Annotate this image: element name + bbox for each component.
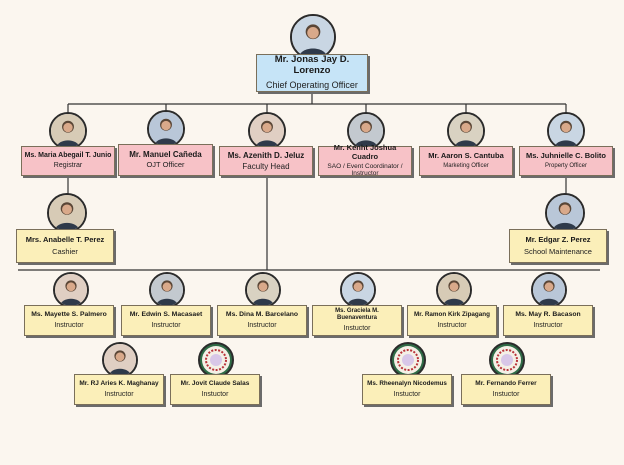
- level1-title: Marketing Officer: [443, 162, 489, 169]
- instructor-photo-avatar: [436, 272, 472, 308]
- instructor-name: Mr. RJ Aries K. Maghanay: [79, 380, 159, 388]
- marketing-officer-card: Mr. Aaron S. Cantuba Marketing Officer: [419, 146, 513, 176]
- level1-name: Mr. Manuel Cañeda: [129, 150, 202, 160]
- level1-name: Mr. Kenht Joshua Cuadro: [333, 143, 397, 162]
- instructor-photo-avatar: [149, 272, 185, 308]
- instructor-card: Ms. Graciela M. Buenaventura Instuctor: [312, 305, 402, 336]
- instructor-name: Ms. Graciela M. Buenaventura: [335, 308, 379, 321]
- instructor-card: Mr. Edwin S. Macasaet Instructor: [121, 305, 211, 336]
- instructor-title: Instructor: [54, 321, 84, 329]
- school-seal-icon: [198, 342, 234, 378]
- marketing-officer-photo-avatar: [447, 112, 485, 150]
- level2-title: Cashier: [52, 246, 78, 256]
- instructor-title: Instructor: [437, 321, 467, 329]
- faculty-head-card: Ms. Azenith D. Jeluz Faculty Head: [219, 146, 313, 176]
- instructor-title: Instructor: [151, 321, 181, 329]
- cashier-card: Mrs. Anabelle T. Perez Cashier: [16, 229, 114, 263]
- level1-name: Ms. Maria Abegail T. Junio: [24, 151, 112, 159]
- instructor-title: Instructor: [104, 390, 134, 398]
- ceo-title: Chief Operating Officer: [266, 80, 358, 91]
- instructor-photo-avatar: [102, 342, 138, 378]
- school-seal-icon: [390, 342, 426, 378]
- instructor-title: Instuctor: [343, 324, 371, 332]
- instructor-card: Mr. Fernando Ferrer Instuctor: [461, 374, 551, 405]
- instructor-title: Instuctor: [201, 390, 229, 398]
- school-seal-icon: [489, 342, 525, 378]
- property-officer-card: Ms. Juhnielle C. Bolito Property Officer: [519, 146, 613, 176]
- level2-name: Mr. Edgar Z. Perez: [525, 234, 591, 244]
- ojt-officer-photo-avatar: [147, 110, 185, 148]
- instructor-card: Mr. Ramon Kirk Zipagang Instructor: [407, 305, 497, 336]
- level2-name: Mrs. Anabelle T. Perez: [25, 234, 105, 244]
- sao-photo-avatar: [347, 112, 385, 150]
- instructor-name: Ms. May R. Bacason: [515, 311, 581, 319]
- level1-title: SAO / Event Coordinator / Instructor: [327, 162, 403, 178]
- instructor-name: Mr. Fernando Ferrer: [475, 380, 537, 388]
- faculty-head-photo-avatar: [248, 112, 286, 150]
- registrar-photo-avatar: [49, 112, 87, 150]
- instructor-name: Mr. Edwin S. Macasaet: [129, 311, 203, 319]
- level1-title: Faculty Head: [242, 162, 290, 171]
- instructor-name: Mr. Jovit Claude Salas: [180, 380, 250, 388]
- instructor-card: Ms. May R. Bacason Instructor: [503, 305, 593, 336]
- ceo-card: Mr. Jonas Jay D. Lorenzo Chief Operating…: [256, 54, 368, 92]
- sao-card: Mr. Kenht Joshua Cuadro SAO / Event Coor…: [318, 143, 412, 178]
- instructor-name: Ms. Dina M. Barcelano: [225, 311, 299, 319]
- instructor-card: Ms. Dina M. Barcelano Instructor: [217, 305, 307, 336]
- instructor-name: Ms. Rheenalyn Nicodemus: [367, 380, 447, 388]
- instructor-title: Instructor: [247, 321, 277, 329]
- instructor-name: Mr. Ramon Kirk Zipagang: [414, 311, 490, 319]
- instructor-photo-avatar: [531, 272, 567, 308]
- level1-name: Ms. Azenith D. Jeluz: [227, 150, 305, 160]
- level1-title: OJT Officer: [146, 160, 185, 170]
- level2-title: School Maintenance: [524, 246, 592, 256]
- level1-title: Property Officer: [545, 162, 587, 169]
- instructor-card: Mr. Jovit Claude Salas Instuctor: [170, 374, 260, 405]
- ceo-name: Mr. Jonas Jay D. Lorenzo: [274, 54, 350, 77]
- level1-name: Mr. Aaron S. Cantuba: [428, 151, 504, 161]
- ojt-officer-card: Mr. Manuel Cañeda OJT Officer: [118, 144, 213, 176]
- instructor-card: Ms. Mayette S. Palmero Instructor: [24, 305, 114, 336]
- maintenance-card: Mr. Edgar Z. Perez School Maintenance: [509, 229, 607, 263]
- level1-name: Ms. Juhnielle C. Bolito: [525, 151, 606, 161]
- level1-title: Registrar: [53, 162, 83, 169]
- instructor-title: Instuctor: [393, 390, 421, 398]
- instructor-photo-avatar: [53, 272, 89, 308]
- instructor-photo-avatar: [340, 272, 376, 308]
- cashier-photo-avatar: [47, 193, 87, 233]
- instructor-card: Ms. Rheenalyn Nicodemus Instuctor: [362, 374, 452, 405]
- instructor-title: Instuctor: [492, 390, 520, 398]
- property-officer-photo-avatar: [547, 112, 585, 150]
- instructor-title: Instructor: [533, 321, 563, 329]
- registrar-card: Ms. Maria Abegail T. Junio Registrar: [21, 146, 115, 176]
- instructor-card: Mr. RJ Aries K. Maghanay Instructor: [74, 374, 164, 405]
- maintenance-photo-avatar: [545, 193, 585, 233]
- instructor-photo-avatar: [245, 272, 281, 308]
- instructor-name: Ms. Mayette S. Palmero: [31, 311, 107, 319]
